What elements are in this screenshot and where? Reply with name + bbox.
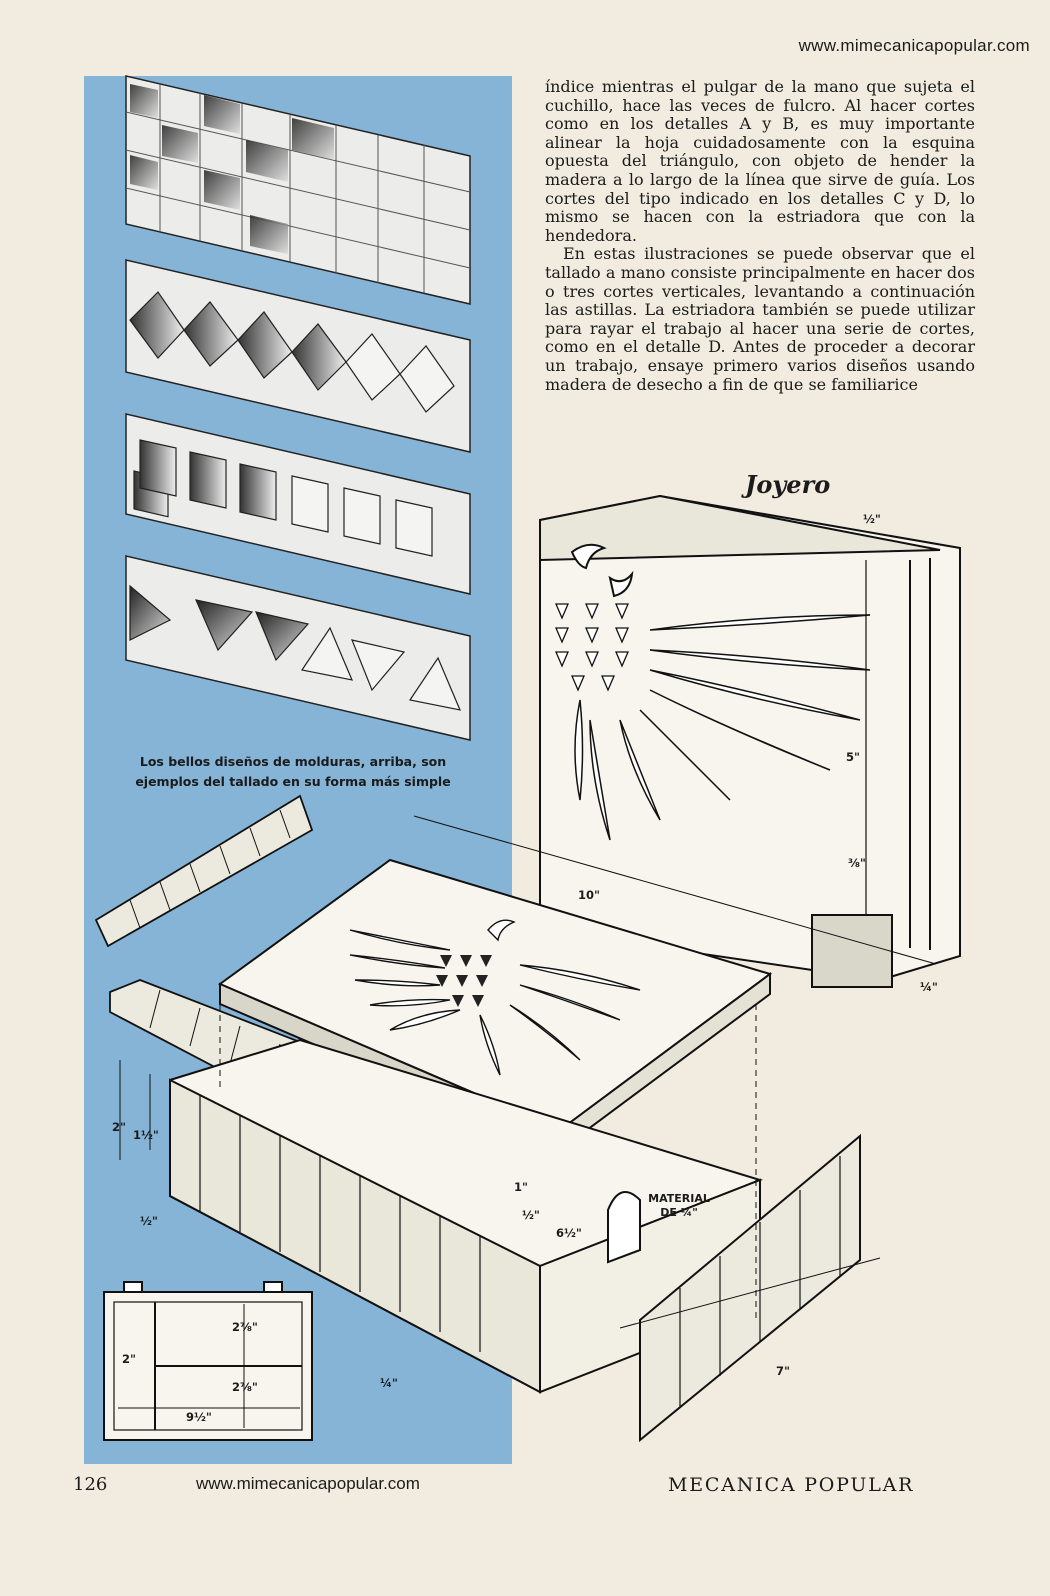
dim-quarter-right: ¼" (920, 980, 938, 994)
footer-url: www.mimecanicapopular.com (196, 1474, 420, 1493)
dim-half-mid: ½" (522, 1208, 540, 1222)
dim-six-half: 6½" (556, 1226, 582, 1240)
material-note: MATERIAL DE ¼" (648, 1192, 710, 1219)
page-number: 126 (73, 1474, 108, 1495)
figure-caption: Los bellos diseños de molduras, arriba, … (135, 754, 451, 789)
molding-strip-a (125, 75, 471, 305)
article-body: índice mientras el pulgar de la mano que… (545, 77, 975, 394)
dim-five: 5" (846, 750, 860, 764)
dim-ten: 10" (578, 888, 600, 902)
plan-dim-a: 2⅞" (232, 1320, 258, 1334)
jewelry-box-lid (539, 494, 961, 988)
plan-view (103, 1281, 313, 1441)
dim-one: 1" (514, 1180, 528, 1194)
figure-title: Joyero (745, 470, 831, 499)
paragraph-2: En estas ilustraciones se puede observar… (545, 244, 975, 394)
molding-strip-b (125, 259, 471, 453)
dim-seven: 7" (776, 1364, 790, 1378)
molding-strip-d (125, 555, 471, 741)
plan-dim-nine-half: 9½" (186, 1410, 212, 1424)
plan-dim-b: 2⅞" (232, 1380, 258, 1394)
dim-two: 2" (112, 1120, 126, 1134)
molding-strip-c (125, 413, 471, 595)
paragraph-1: índice mientras el pulgar de la mano que… (545, 77, 975, 245)
jewelry-box-body (169, 1038, 861, 1443)
header-url: www.mimecanicapopular.com (798, 36, 1030, 55)
dim-quarter-bottom: ¼" (380, 1376, 398, 1390)
dimension-lines (119, 815, 937, 1329)
dim-one-half: 1½" (133, 1128, 159, 1142)
dim-half-left: ½" (140, 1214, 158, 1228)
molding-piece-upper (94, 794, 314, 948)
dim-three-eighths: ⅜" (848, 856, 866, 870)
magazine-name: MECANICA POPULAR (668, 1474, 915, 1496)
plan-dim-two: 2" (122, 1352, 136, 1366)
dim-half-top: ½" (863, 512, 881, 526)
